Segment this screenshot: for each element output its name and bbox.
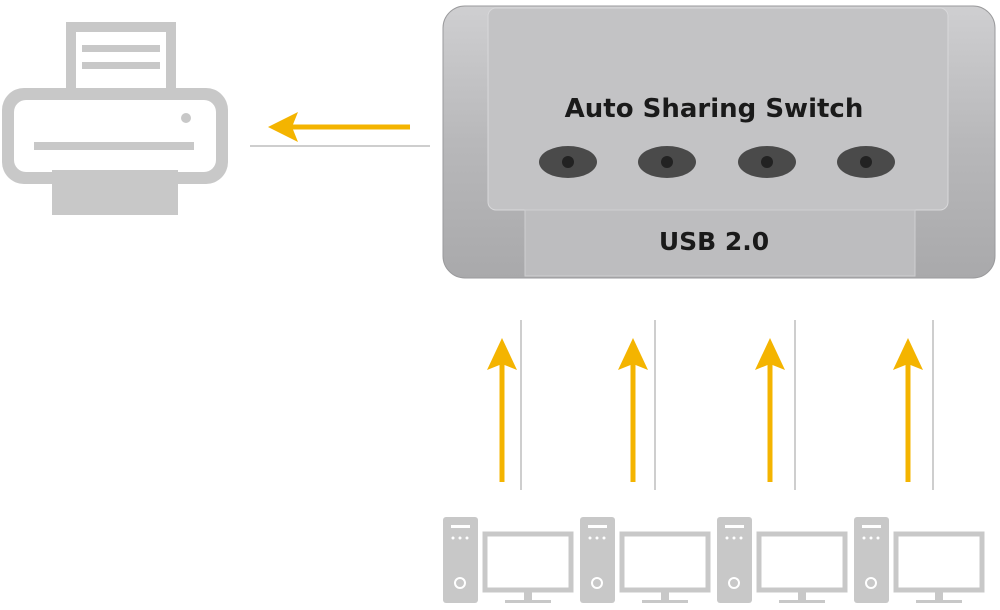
computer-icon (854, 517, 985, 603)
port-button[interactable] (738, 146, 796, 178)
device-title: Auto Sharing Switch (565, 94, 864, 124)
printer-icon (2, 22, 228, 215)
computer-icon (717, 517, 848, 603)
port-button[interactable] (638, 146, 696, 178)
input-arrow-icon (618, 338, 648, 482)
input-3 (717, 320, 848, 603)
input-1 (443, 320, 574, 603)
input-2 (580, 320, 711, 603)
usb-switch-device: Auto Sharing Switch USB 2.0 (442, 5, 996, 279)
input-arrow-icon (893, 338, 923, 482)
input-arrow-icon (755, 338, 785, 482)
input-arrow-icon (487, 338, 517, 482)
port-button[interactable] (539, 146, 597, 178)
computer-icon (580, 517, 711, 603)
computer-icon (443, 517, 574, 603)
port-button[interactable] (837, 146, 895, 178)
device-subtitle: USB 2.0 (659, 227, 769, 256)
output-arrow-icon (268, 112, 410, 142)
input-4 (854, 320, 985, 603)
